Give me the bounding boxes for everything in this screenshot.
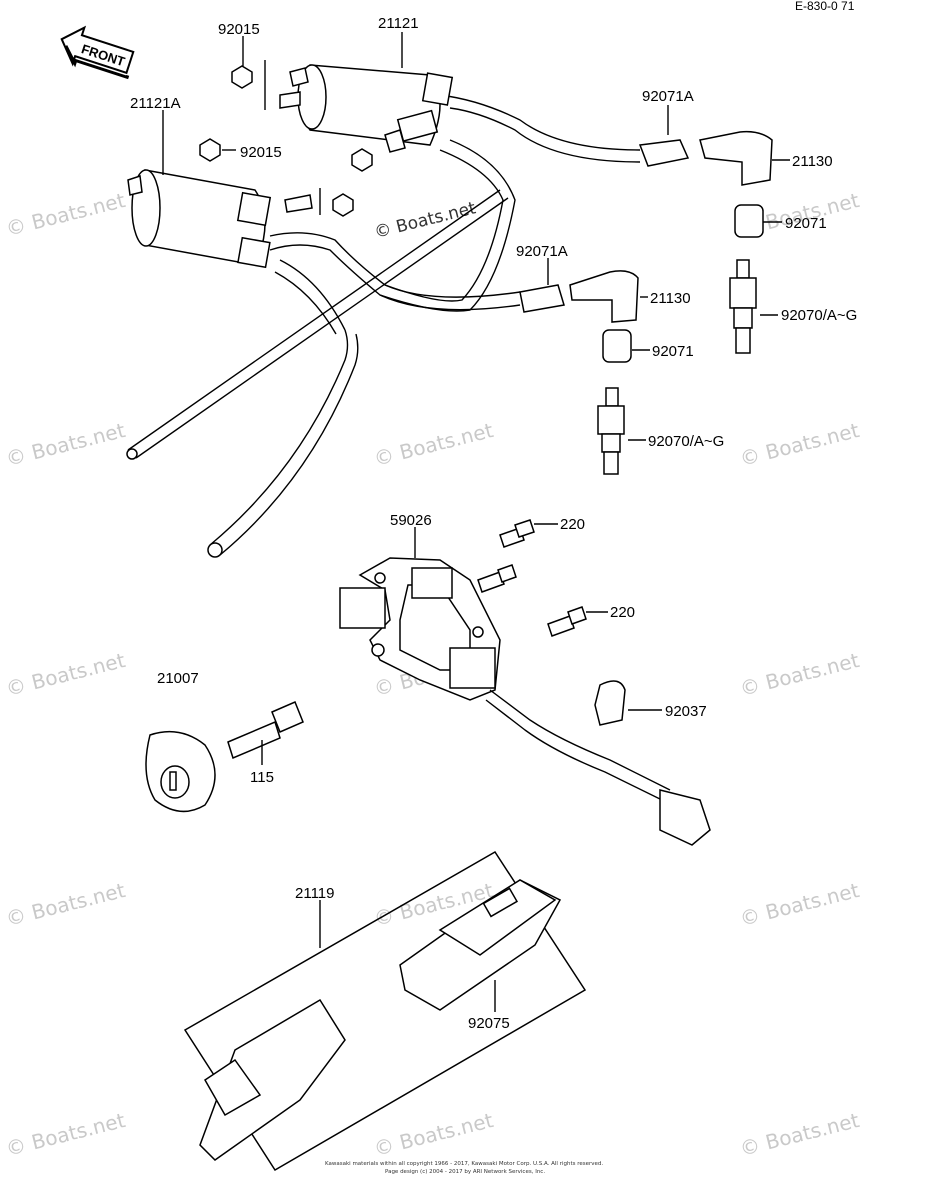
pickup-coil-59026: [339, 557, 711, 846]
front-arrow: FRONT: [60, 25, 135, 80]
label-21130-mid: 21130: [650, 290, 691, 307]
ignition-coil-21121a: [127, 169, 313, 269]
label-21007: 21007: [157, 670, 199, 687]
bolt-115: [227, 701, 304, 765]
label-92015-top: 92015: [218, 21, 260, 38]
nut-92015: [199, 65, 373, 217]
page-code: E-830-0 71: [795, 0, 855, 13]
plug-boot-92071: [602, 204, 764, 363]
leader-lines: [162, 32, 790, 441]
ignition-coil-21121: [279, 64, 454, 153]
label-92071a-top: 92071A: [642, 88, 694, 105]
plug-cap-21130: [569, 130, 773, 323]
watermark: © Boats.net: [3, 188, 127, 241]
watermark: © Boats.net: [372, 198, 478, 243]
ignition-switch-21007: [145, 730, 216, 813]
label-92075: 92075: [468, 1015, 510, 1032]
label-92071-top: 92071: [785, 215, 827, 232]
label-92037: 92037: [665, 703, 707, 720]
bolt-220: [477, 519, 608, 637]
label-92070-right: 92070/A~G: [781, 307, 857, 324]
watermark: © Boats.net: [371, 418, 495, 471]
spark-plug-92070: [597, 259, 757, 475]
watermark: © Boats.net: [3, 1108, 127, 1161]
label-21130-top: 21130: [792, 153, 833, 170]
watermark: © Boats.net: [737, 648, 861, 701]
label-220-top: 220: [560, 516, 585, 533]
part-labels: 92015 21121 21121A 92015 92071A 21130 92…: [130, 15, 857, 1032]
plug-cap-92071a: [519, 139, 690, 313]
label-59026: 59026: [390, 512, 432, 529]
label-92015-mid: 92015: [240, 144, 282, 161]
clamp-92037: [594, 680, 662, 726]
watermark: © Boats.net: [3, 878, 127, 931]
watermark: © Boats.net: [3, 648, 127, 701]
label-220-mid: 220: [610, 604, 635, 621]
watermark: © Boats.net: [737, 878, 861, 931]
label-92071-mid: 92071: [652, 343, 694, 360]
footer-line-1: Kawasaki materials within all copyright …: [325, 1161, 603, 1167]
label-115: 115: [250, 769, 274, 786]
label-21119: 21119: [295, 885, 335, 902]
label-21121: 21121: [378, 15, 419, 32]
watermark: © Boats.net: [737, 418, 861, 471]
watermark: © Boats.net: [737, 1108, 861, 1161]
igniter-21119: [183, 850, 587, 1172]
watermark: © Boats.net: [3, 418, 127, 471]
footer-line-2: Page design (c) 2004 - 2017 by ARI Netwo…: [385, 1169, 545, 1175]
label-92070-mid: 92070/A~G: [648, 433, 724, 450]
hv-cables: [126, 94, 641, 558]
module-92075: [399, 879, 562, 1012]
label-21121a: 21121A: [130, 95, 181, 112]
label-92071a-mid: 92071A: [516, 243, 568, 260]
watermark: © Boats.net: [371, 1108, 495, 1161]
